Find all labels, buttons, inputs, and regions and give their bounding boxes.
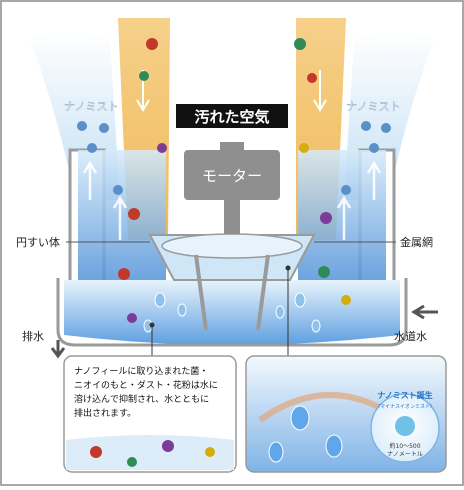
callout-left-dot	[149, 322, 155, 328]
basin-wall	[56, 278, 408, 347]
water-droplets	[143, 292, 321, 333]
callout-left-line2: ニオイのもと・ダスト・花粉は水に	[74, 379, 218, 391]
callout-right-dot	[285, 265, 291, 271]
badge-title: ナノミスト誕生	[377, 390, 433, 400]
dirty-air-arrows	[136, 70, 327, 112]
motor-cap	[220, 142, 244, 152]
callout-left-line1: ナノフィールに取り込まれた菌・	[74, 365, 208, 377]
nanomist-label-left: ナノミスト	[64, 100, 118, 113]
germs	[118, 38, 351, 323]
callout-left-water	[66, 435, 234, 470]
drain-label: 排水	[22, 329, 44, 343]
drain-arrow	[50, 340, 66, 359]
cone-body-label: 円すい体	[16, 235, 60, 249]
right-chamber	[298, 150, 386, 300]
inlet-arrow	[411, 304, 438, 320]
mist-up-arrows	[82, 160, 382, 240]
callout-left-line3: 溶け込んで抑制され、水とともに	[74, 393, 209, 405]
callout-right-droplets	[268, 405, 343, 463]
badge-size-line1: 約10〜500	[389, 442, 420, 450]
cone-struts	[194, 254, 270, 331]
callout-left-line4: 排出されます。	[74, 407, 136, 419]
metal-mesh-label: 金属網	[400, 235, 433, 249]
minus-ions	[77, 121, 391, 195]
tap-water-label: 水道水	[394, 329, 427, 343]
motor-shaft	[224, 200, 240, 234]
nanomist-badge-icon	[395, 416, 415, 436]
water-basin	[64, 280, 400, 345]
badge-sub: （マイナスイオンミスト）	[375, 404, 435, 410]
dirty-air-title-bg	[176, 104, 288, 128]
badge-size-line2: ナノメートル	[387, 451, 423, 458]
dirty-air-title: 汚れた空気	[194, 108, 269, 126]
spinner-top	[161, 233, 303, 259]
motor-box	[184, 150, 280, 200]
motor-label: モーター	[202, 167, 262, 185]
callout-left-germs	[90, 440, 215, 467]
nanomist-label-right: ナノミスト	[346, 100, 400, 113]
